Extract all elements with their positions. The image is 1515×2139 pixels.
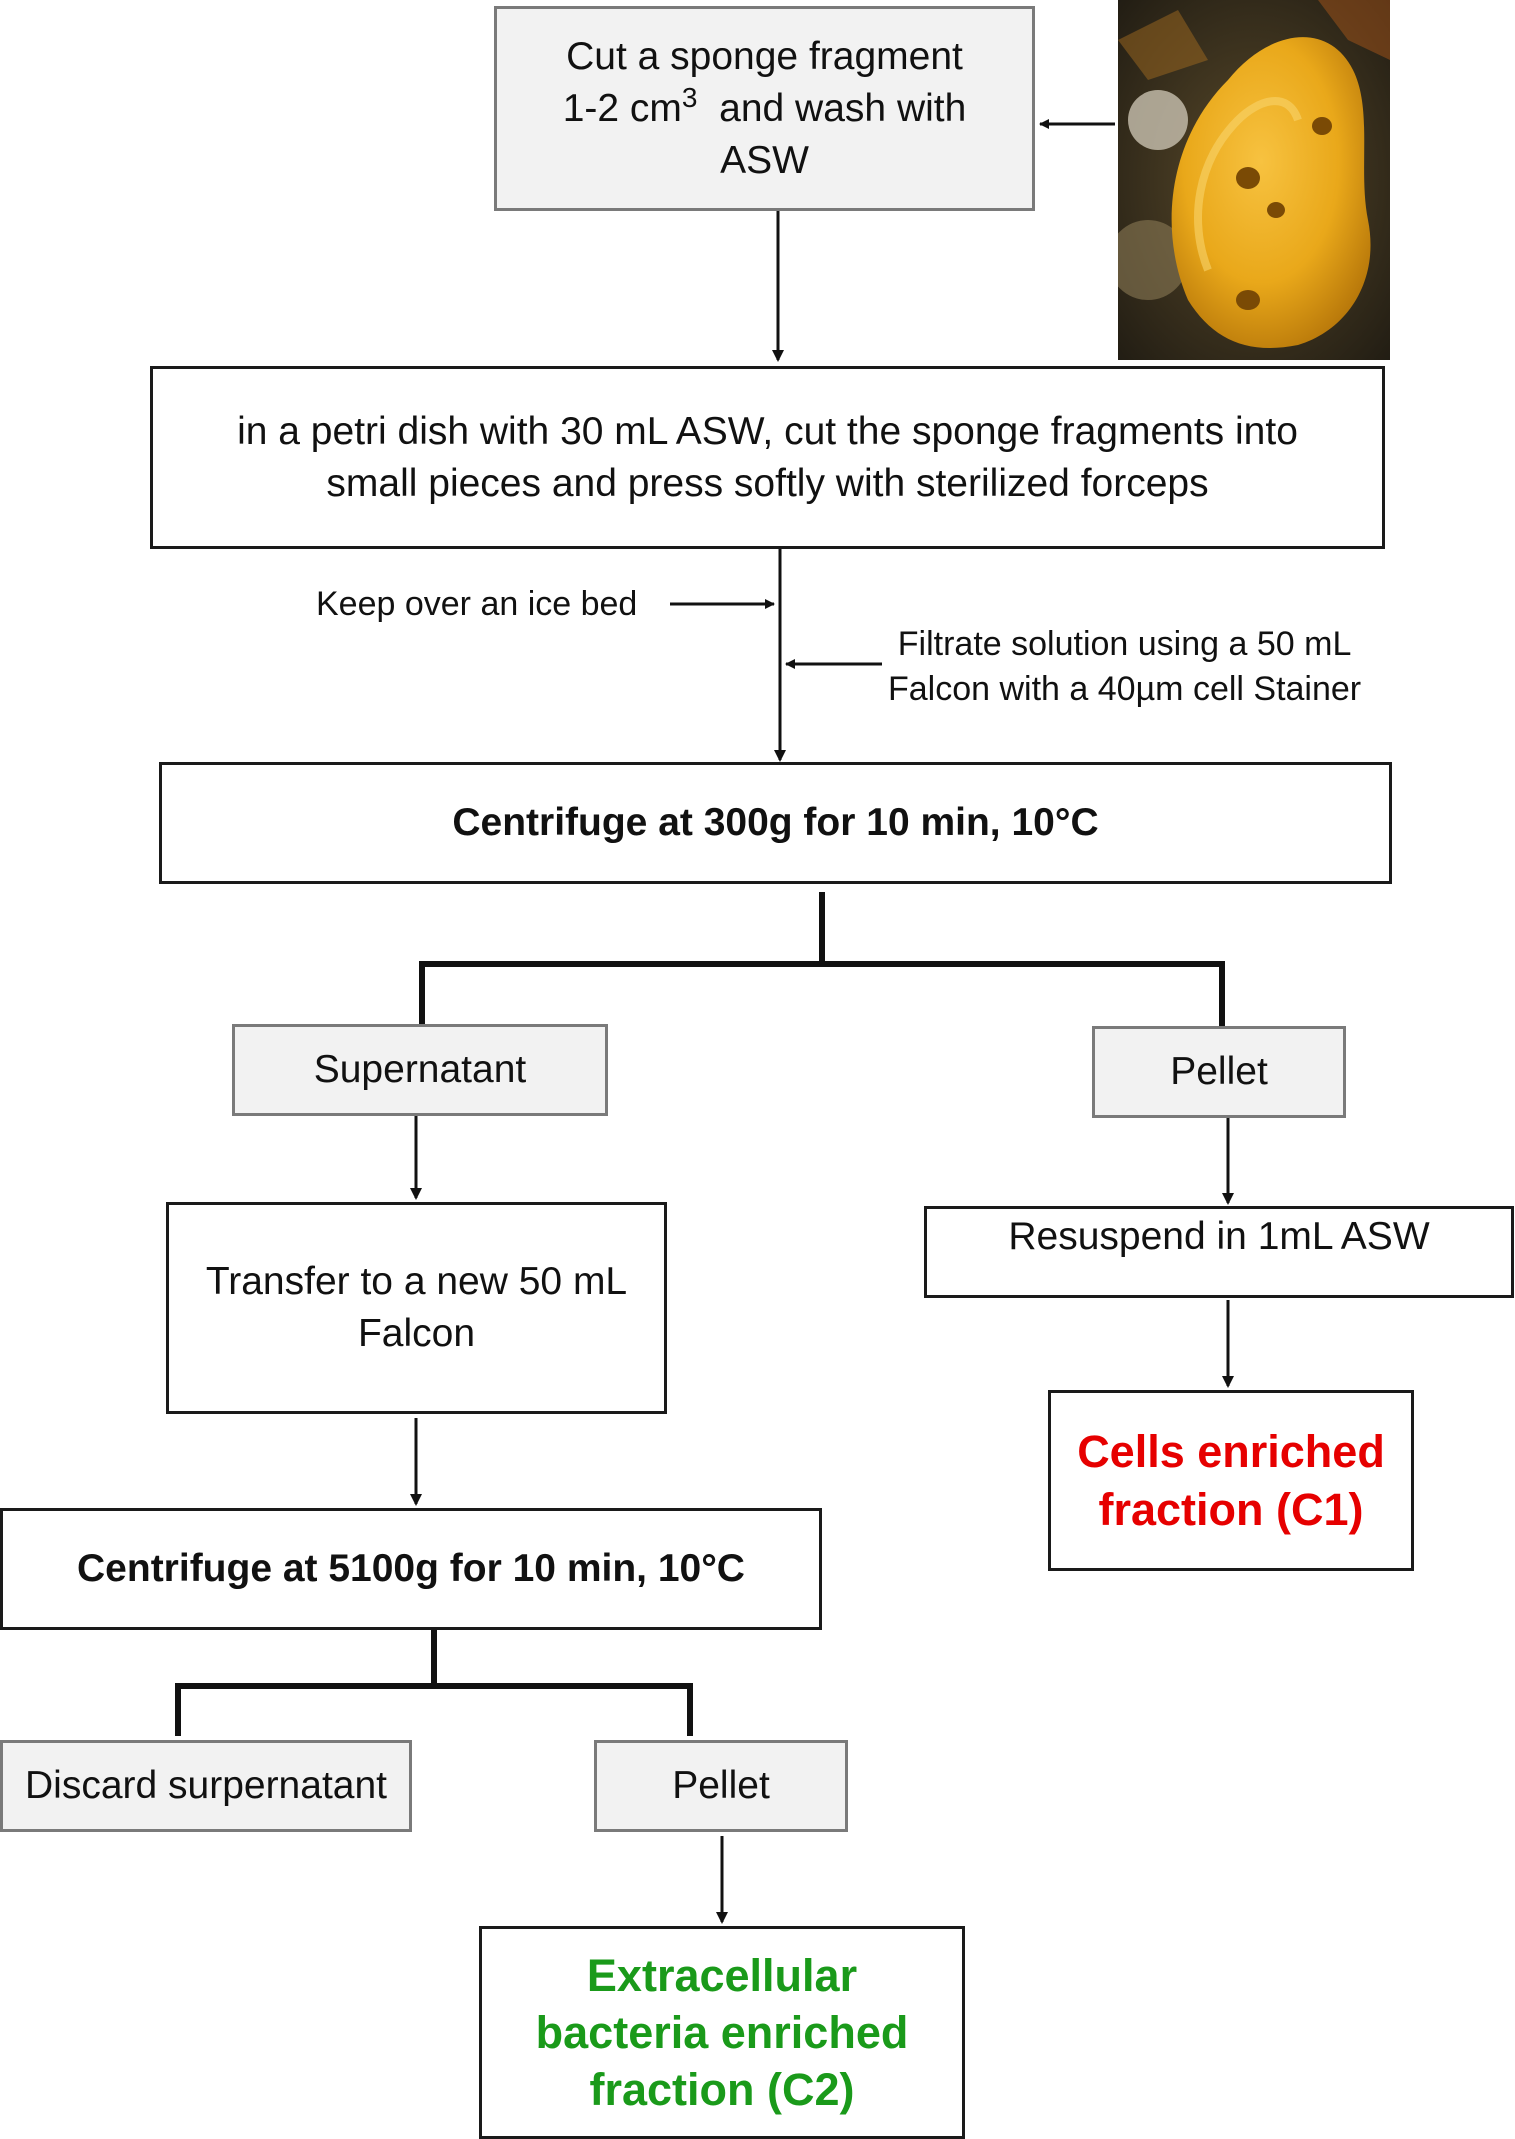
centrifuge1-label: Centrifuge at 300g for 10 min, 10°C bbox=[452, 801, 1099, 844]
step-petri-line2: small pieces and press softly with steri… bbox=[326, 461, 1209, 505]
step-cut-line2-pre: 1-2 cm bbox=[562, 86, 682, 130]
c2-line2: bacteria enriched bbox=[535, 2007, 909, 2058]
split-bracket-centrifuge1 bbox=[419, 892, 825, 1024]
step-cut-superscript: 3 bbox=[681, 81, 698, 113]
step-cut-line2-post: and wash with bbox=[697, 86, 967, 130]
centrifuge1-box: Centrifuge at 300g for 10 min, 10°C bbox=[159, 762, 1392, 884]
split-bracket-centrifuge1-right bbox=[822, 961, 1225, 1026]
supernatant-label: Supernatant bbox=[313, 1048, 527, 1091]
resuspend-box: Resuspend in 1mL ASW bbox=[924, 1206, 1514, 1298]
c2-result-box: Extracellular bacteria enriched fraction… bbox=[479, 1926, 965, 2139]
pellet2-box: Pellet bbox=[594, 1740, 848, 1832]
resuspend-label: Resuspend in 1mL ASW bbox=[1008, 1215, 1430, 1258]
discard-box: Discard surpernatant bbox=[0, 1740, 412, 1832]
transfer-line2: Falcon bbox=[357, 1312, 476, 1355]
c1-line1: Cells enriched bbox=[1077, 1425, 1385, 1477]
pellet1-box: Pellet bbox=[1092, 1026, 1346, 1118]
c1-result-box: Cells enriched fraction (C1) bbox=[1048, 1390, 1414, 1571]
step-cut-line2: 1-2 cm3 and wash with bbox=[563, 83, 967, 135]
step-cut-line1: Cut a sponge fragment bbox=[566, 34, 963, 78]
filter-note-line2: Falcon with a 40µm cell Stainer bbox=[888, 670, 1362, 708]
step-petri-box: in a petri dish with 30 mL ASW, cut the … bbox=[150, 366, 1385, 549]
sponge-photo bbox=[1118, 0, 1390, 360]
step-cut-box: Cut a sponge fragment 1-2 cm3 and wash w… bbox=[494, 6, 1035, 211]
transfer-line1: Transfer to a new 50 mL bbox=[205, 1260, 628, 1303]
supernatant-box: Supernatant bbox=[232, 1024, 608, 1116]
c2-line3: fraction (C2) bbox=[589, 2064, 855, 2115]
step-cut-line3: ASW bbox=[720, 138, 809, 182]
split-bracket-centrifuge2-right bbox=[434, 1683, 693, 1736]
split-bracket-centrifuge2 bbox=[175, 1630, 437, 1736]
pellet1-label: Pellet bbox=[1170, 1050, 1268, 1093]
pellet2-label: Pellet bbox=[672, 1764, 770, 1807]
step-petri-line1: in a petri dish with 30 mL ASW, cut the … bbox=[237, 409, 1298, 453]
ice-bed-note: Keep over an ice bed bbox=[316, 585, 638, 623]
discard-label: Discard surpernatant bbox=[24, 1764, 387, 1807]
c1-line2: fraction (C1) bbox=[1098, 1483, 1364, 1535]
filter-note-line1: Filtrate solution using a 50 mL bbox=[897, 625, 1352, 663]
filter-note: Filtrate solution using a 50 mL Falcon w… bbox=[888, 622, 1361, 712]
transfer-box: Transfer to a new 50 mL Falcon bbox=[166, 1202, 667, 1414]
centrifuge2-box: Centrifuge at 5100g for 10 min, 10°C bbox=[0, 1508, 822, 1630]
c2-line1: Extracellular bbox=[586, 1950, 858, 2001]
centrifuge2-label: Centrifuge at 5100g for 10 min, 10°C bbox=[77, 1547, 745, 1590]
